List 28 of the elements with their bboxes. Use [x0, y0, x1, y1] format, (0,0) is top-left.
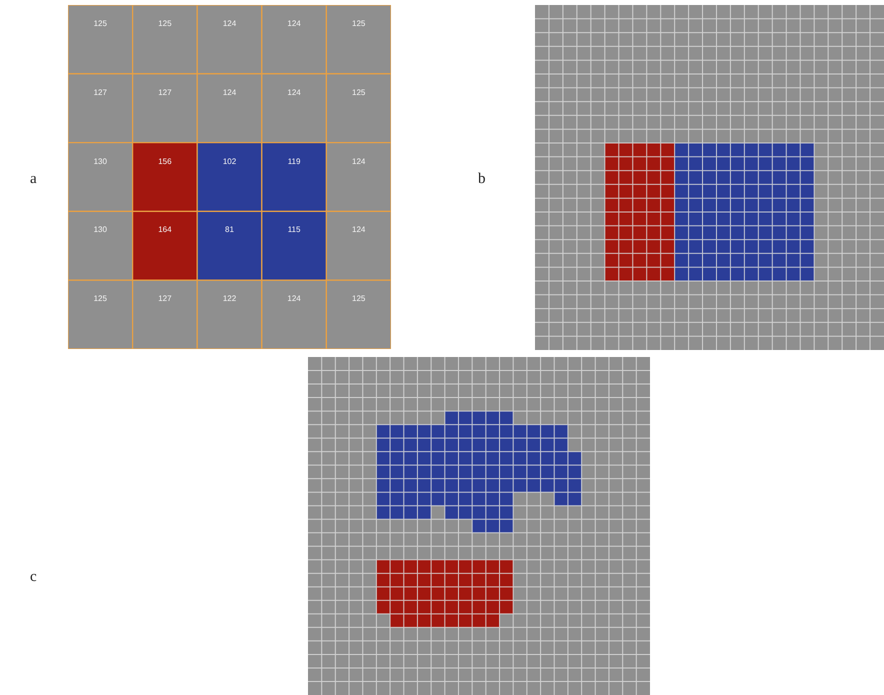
panel-label: b [478, 172, 486, 187]
pixel-value: 124 [352, 226, 366, 234]
pixel-value: 130 [94, 158, 107, 166]
pixel-value: 124 [222, 20, 236, 28]
panel-label: c [30, 570, 37, 585]
pixel-value: 127 [94, 88, 107, 97]
pixel-value: 124 [287, 88, 301, 97]
pixel-value: 81 [225, 226, 234, 234]
pixel-value: 127 [158, 295, 172, 304]
pixel-value: 127 [158, 88, 172, 97]
pixel-value: 119 [288, 158, 300, 166]
pixel-value: 125 [158, 20, 172, 28]
pixel-value: 125 [352, 295, 366, 304]
panel-label: a [30, 172, 37, 187]
pixel-value: 102 [222, 158, 236, 166]
pixel-value: 125 [352, 20, 366, 28]
pixel-value: 125 [94, 295, 107, 304]
pixel-value: 124 [352, 158, 366, 166]
pixel-value: 125 [352, 88, 366, 97]
pixel-value: 164 [158, 226, 172, 234]
pixel-value: 156 [158, 158, 172, 166]
pixel-value: 124 [287, 20, 301, 28]
pixel-value: 125 [94, 20, 107, 28]
pixel-value: 122 [222, 295, 236, 304]
pixel-value: 124 [222, 88, 236, 97]
pixel-value: 124 [287, 295, 301, 304]
pixel-value: 130 [94, 226, 107, 234]
pixel-value: 115 [288, 226, 300, 234]
